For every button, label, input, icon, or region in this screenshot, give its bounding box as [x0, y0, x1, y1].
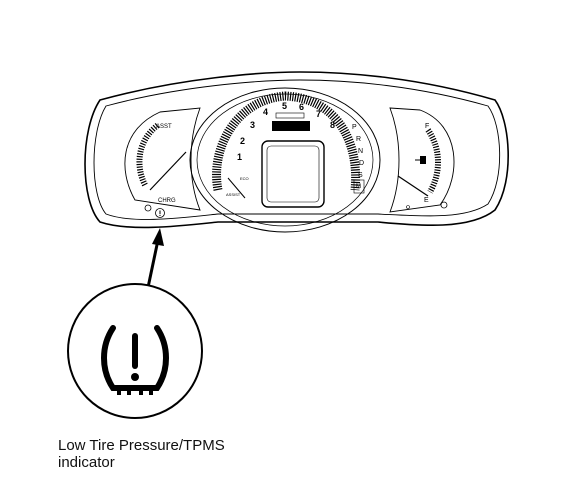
- fuel-full-label: F: [425, 123, 429, 130]
- tpms-indicator-icon: [155, 208, 165, 218]
- assist-label: ASST: [156, 124, 172, 130]
- rpm-6: 6: [299, 102, 304, 112]
- rpm-2: 2: [240, 136, 245, 146]
- gear-indicator: P R N D S M: [352, 124, 365, 194]
- gear-p: P: [352, 124, 357, 131]
- caption-line-1: Low Tire Pressure/TPMS: [58, 437, 225, 454]
- gear-r: R: [356, 136, 361, 143]
- rpm-7: 7: [316, 109, 321, 119]
- fuel-empty-label: E: [424, 197, 429, 204]
- eco-label: ECO: [240, 176, 249, 181]
- gear-m: M: [356, 184, 361, 190]
- cluster-housing-inner: [93, 79, 501, 220]
- rpm-4: 4: [263, 107, 268, 117]
- charge-label: CHRG: [158, 198, 176, 204]
- gear-d: D: [359, 160, 364, 167]
- cluster-housing-outer: [84, 71, 509, 229]
- multi-info-display: [261, 140, 325, 208]
- assist-small-label: ASSIST: [226, 192, 241, 197]
- rpm-5: 5: [282, 101, 287, 111]
- callout-caption: Low Tire Pressure/TPMS indicator: [58, 437, 225, 471]
- fuel-pump-icon: [415, 156, 426, 164]
- tpms-warning-icon: [101, 325, 169, 395]
- gear-s: S: [358, 172, 363, 179]
- rpm-numbers: 1 2 3 4 5 6 7 8: [237, 101, 335, 162]
- rpm-scale-band: [212, 91, 361, 191]
- fuel-gauge: F E: [389, 107, 455, 213]
- tachometer-dial: 1 2 3 4 5 6 7 8 ECO ASSIST: [189, 87, 381, 233]
- caption-line-2: indicator: [58, 454, 115, 471]
- rpm-1: 1: [237, 152, 242, 162]
- rpm-8: 8: [330, 120, 335, 130]
- rpm-3: 3: [250, 120, 255, 130]
- assist-charge-gauge: ASST CHRG: [124, 107, 201, 212]
- gear-n: N: [358, 148, 363, 155]
